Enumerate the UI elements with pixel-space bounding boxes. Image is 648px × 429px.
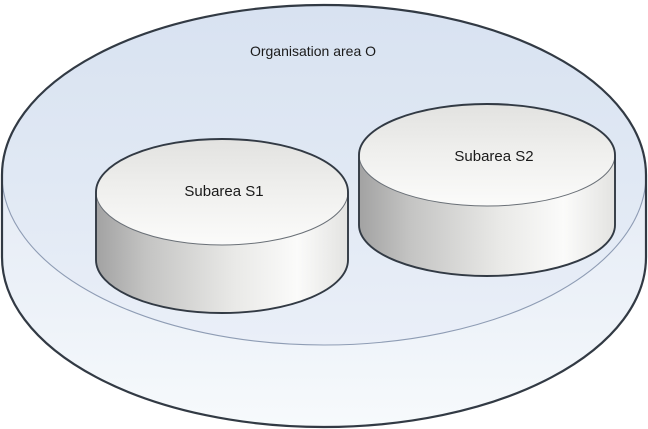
subarea-s2-outline bbox=[358, 103, 616, 277]
organisation-disk-side bbox=[2, 175, 646, 427]
organisation-disk-outline bbox=[0, 3, 648, 429]
subarea-s2-top bbox=[359, 104, 615, 206]
organisation-area-label: Organisation area O bbox=[250, 43, 376, 59]
subarea-s1-side bbox=[96, 192, 348, 313]
organisation-disk-front-edge bbox=[1, 174, 647, 346]
subarea-s2-side bbox=[359, 155, 615, 276]
subarea-s1-cylinder: Subarea S1 bbox=[95, 138, 349, 314]
subarea-s2-front-edge bbox=[358, 154, 616, 207]
subarea-s2-cylinder: Subarea S2 bbox=[358, 103, 616, 277]
subarea-s1-front-edge bbox=[95, 191, 349, 246]
subarea-s2-label: Subarea S2 bbox=[454, 148, 533, 165]
subarea-s1-outline bbox=[95, 138, 349, 314]
subarea-s1-label: Subarea S1 bbox=[184, 183, 263, 200]
subarea-s1-top bbox=[96, 139, 348, 245]
